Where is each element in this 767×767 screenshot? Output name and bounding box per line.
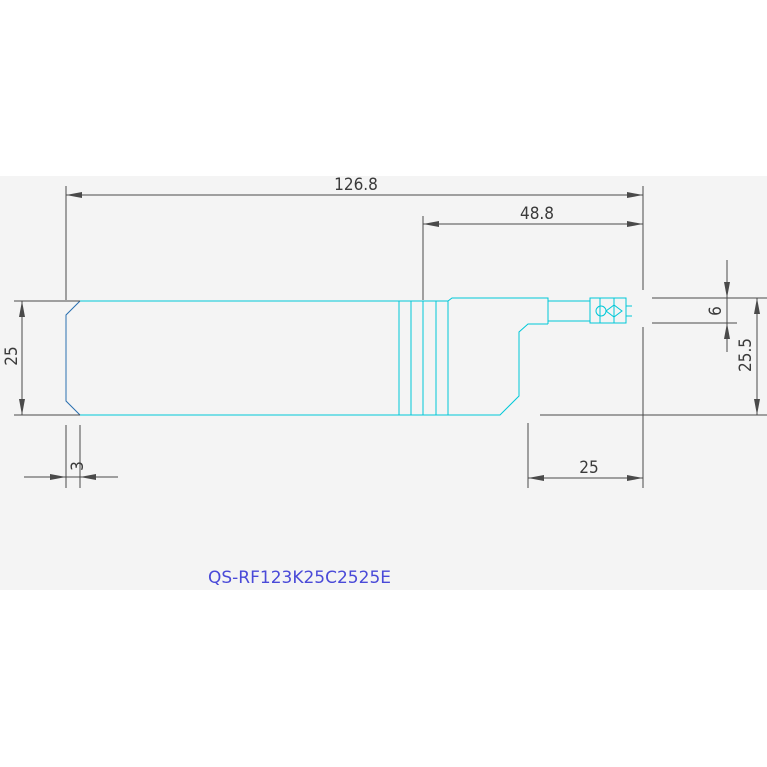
arrow-height-bottom <box>754 399 760 415</box>
arrow-head-width-right <box>627 475 643 481</box>
arrowheads <box>19 192 760 481</box>
dim-label-shank-height: 25 <box>2 346 22 365</box>
arrow-chamfer-right <box>80 474 96 480</box>
dim-label-chamfer: 3 <box>68 461 88 471</box>
dim-label-head-length: 48.8 <box>520 204 554 224</box>
tool-outline <box>65 297 632 416</box>
arrow-overall-right <box>627 192 643 198</box>
arrow-overall-left <box>66 192 82 198</box>
arrow-head-left <box>423 221 439 227</box>
head-profile <box>448 323 548 416</box>
drawing-sheet <box>0 176 767 590</box>
arrow-shank-bottom <box>19 399 25 415</box>
dim-label-overall-length: 126.8 <box>334 175 378 195</box>
arrow-head-right <box>627 221 643 227</box>
arrow-chamfer-left <box>50 474 66 480</box>
arrow-head-width-left <box>528 475 544 481</box>
arrow-height-top <box>754 298 760 314</box>
arrow-cutting-top <box>724 282 730 298</box>
dim-label-cutting-width: 6 <box>706 306 726 316</box>
insert-clamp <box>605 304 623 318</box>
part-number-label: QS-RF123K25C2525E <box>208 568 391 588</box>
dim-label-head-width: 25 <box>579 458 598 478</box>
dimension-lines <box>14 186 767 488</box>
dim-label-cutting-height: 25.5 <box>736 338 756 372</box>
insert-body <box>589 297 627 324</box>
chamfer-end <box>65 300 81 416</box>
arrow-cutting-bottom <box>724 323 730 339</box>
arrow-shank-top <box>19 301 25 317</box>
